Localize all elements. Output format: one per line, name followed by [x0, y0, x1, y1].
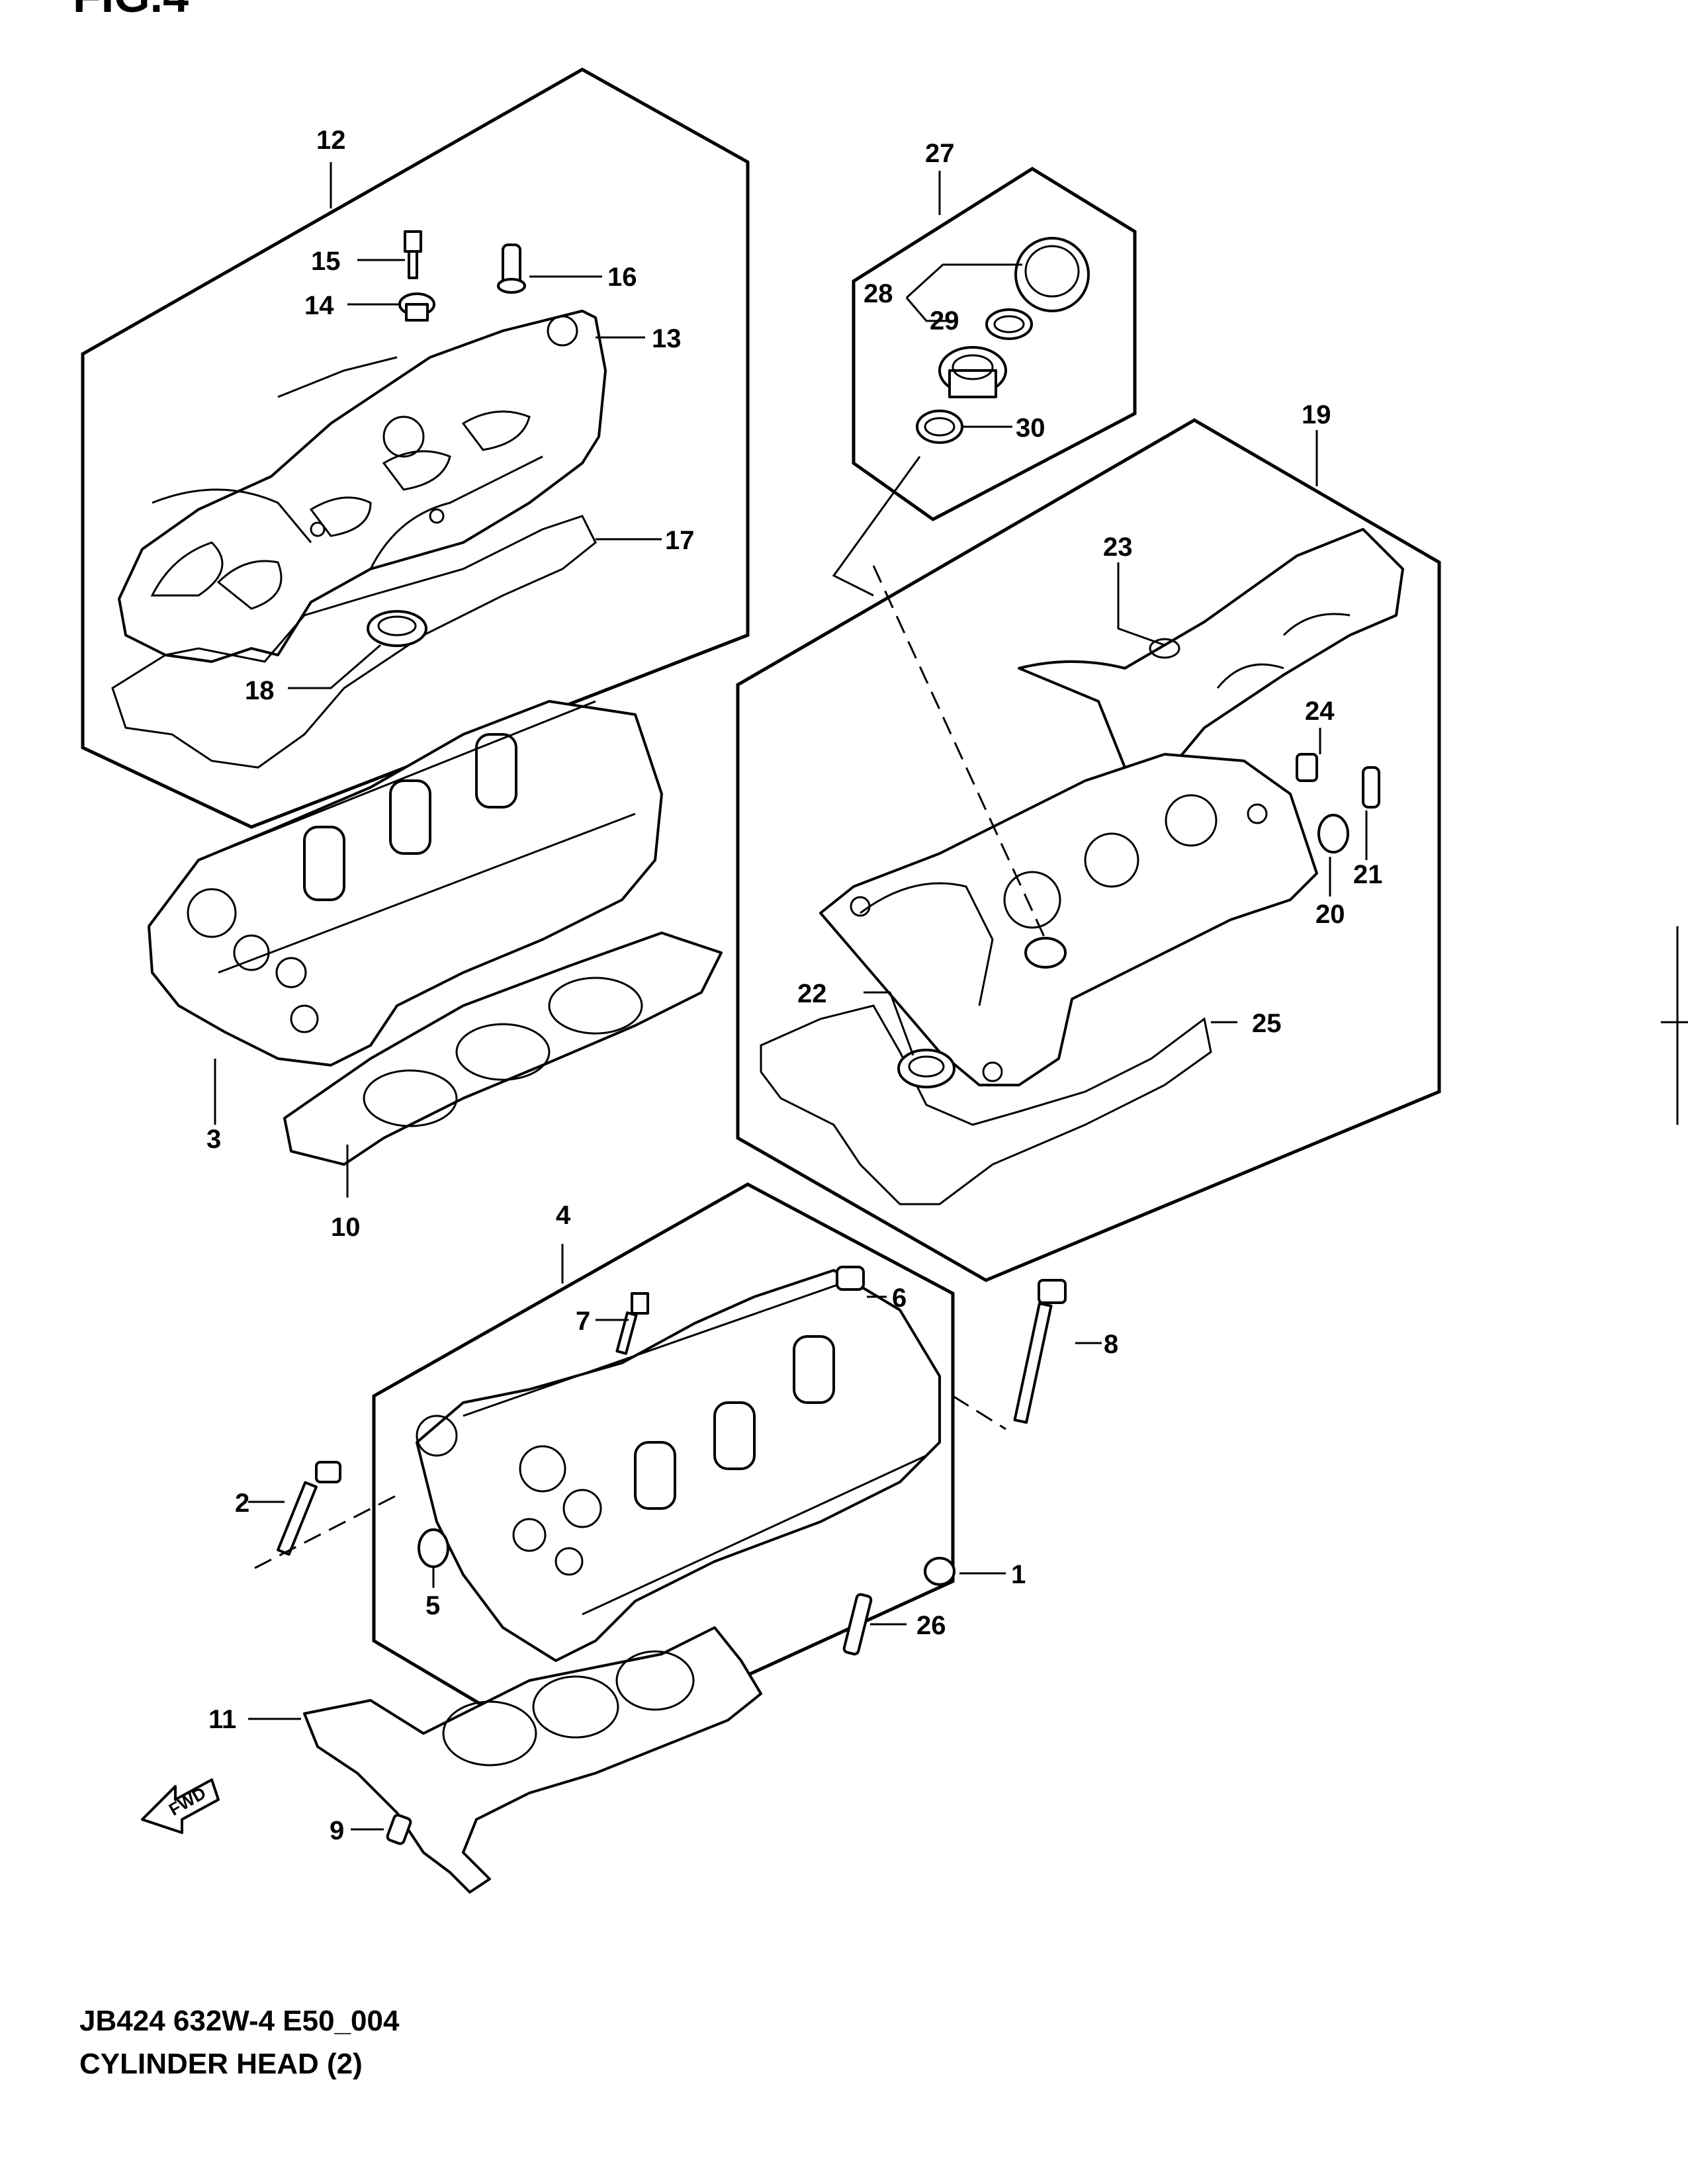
group-4-frame — [372, 1182, 955, 1759]
callout-19: 19 — [1302, 400, 1331, 429]
spark-plug-26[interactable] — [842, 1593, 873, 1656]
leader-dashed-cap — [872, 565, 1047, 940]
drawing-code: JB424 632W-4 E50_004 — [79, 2005, 400, 2037]
callout-26: 26 — [916, 1611, 946, 1640]
callout-22: 22 — [797, 979, 827, 1008]
cylinder-head-right[interactable] — [416, 1269, 941, 1662]
callout-5: 5 — [425, 1591, 440, 1620]
cylinder-head-cover-left[interactable] — [118, 310, 607, 663]
o-ring-29[interactable] — [985, 308, 1033, 340]
plug-6[interactable] — [836, 1266, 865, 1291]
oil-filler-neck[interactable] — [938, 346, 1007, 398]
bolt-8[interactable] — [1013, 1279, 1067, 1424]
callout-1: 1 — [1011, 1560, 1026, 1589]
callout-28: 28 — [864, 279, 893, 308]
callout-11: 11 — [208, 1705, 236, 1734]
cylinder-head-gasket-left[interactable] — [283, 932, 723, 1166]
drawing-caption: CYLINDER HEAD (2) — [79, 2048, 363, 2080]
callout-13: 13 — [652, 324, 682, 353]
callout-18: 18 — [245, 676, 275, 705]
callout-25: 25 — [1252, 1009, 1282, 1038]
group-27-frame — [852, 167, 1137, 521]
leader-cap-frame — [832, 456, 921, 597]
group-12-frame — [81, 67, 750, 829]
oil-filler-cap-28[interactable] — [1014, 237, 1090, 312]
bolt-7[interactable] — [615, 1292, 649, 1355]
callout-20: 20 — [1315, 900, 1345, 929]
callout-29: 29 — [930, 306, 959, 335]
callout-14: 14 — [304, 291, 334, 320]
bolt-15[interactable] — [404, 230, 422, 279]
callout-9: 9 — [330, 1816, 344, 1845]
leader-dashed-bolt-8 — [952, 1395, 1006, 1430]
bolt-2[interactable] — [277, 1461, 341, 1556]
cover-gasket-left[interactable] — [111, 515, 597, 769]
grommet-20[interactable] — [1317, 814, 1349, 853]
bolt-24[interactable] — [1296, 753, 1318, 782]
grommet-14[interactable] — [398, 292, 435, 322]
callout-27: 27 — [925, 139, 955, 168]
oil-filler-seat[interactable] — [1024, 937, 1067, 969]
o-ring-30[interactable] — [916, 410, 963, 444]
oil-seal-22[interactable] — [897, 1049, 955, 1088]
cylinder-head-left[interactable] — [148, 700, 663, 1067]
pcv-valve-21[interactable] — [1362, 766, 1380, 808]
cylinder-head-gasket-right[interactable] — [303, 1626, 762, 1894]
plug-5[interactable] — [418, 1528, 449, 1568]
callout-7: 7 — [576, 1307, 590, 1336]
oil-seal-18[interactable] — [367, 610, 427, 647]
callout-10: 10 — [331, 1213, 361, 1242]
forward-direction-arrow: FWD — [141, 1778, 220, 1834]
callout-15: 15 — [311, 247, 341, 276]
registration-mark — [1661, 926, 1688, 1125]
group-19-frame — [736, 418, 1441, 1282]
callout-3: 3 — [206, 1125, 221, 1154]
leader-dashed-bolt-2 — [254, 1494, 398, 1569]
callout-16: 16 — [607, 263, 637, 292]
callout-17: 17 — [665, 526, 695, 555]
callout-30: 30 — [1016, 414, 1045, 443]
callout-24: 24 — [1305, 697, 1335, 726]
callout-numbers: 12 15 14 16 13 17 18 3 10 27 28 29 30 19… — [206, 126, 1383, 1845]
callout-6: 6 — [892, 1284, 907, 1313]
callout-23: 23 — [1103, 533, 1133, 562]
callout-8: 8 — [1104, 1330, 1118, 1359]
callout-21: 21 — [1353, 860, 1383, 889]
leader-lines — [214, 162, 1368, 1831]
callout-2: 2 — [235, 1489, 249, 1518]
figure-title: FIG.4 — [73, 0, 189, 22]
pcv-valve-16[interactable] — [497, 243, 526, 294]
callout-4: 4 — [556, 1201, 571, 1230]
dowel-pin-9[interactable] — [386, 1813, 412, 1845]
nut-1[interactable] — [924, 1557, 955, 1586]
callout-12: 12 — [316, 126, 346, 155]
cylinder-head-cover-right[interactable] — [819, 753, 1318, 1086]
